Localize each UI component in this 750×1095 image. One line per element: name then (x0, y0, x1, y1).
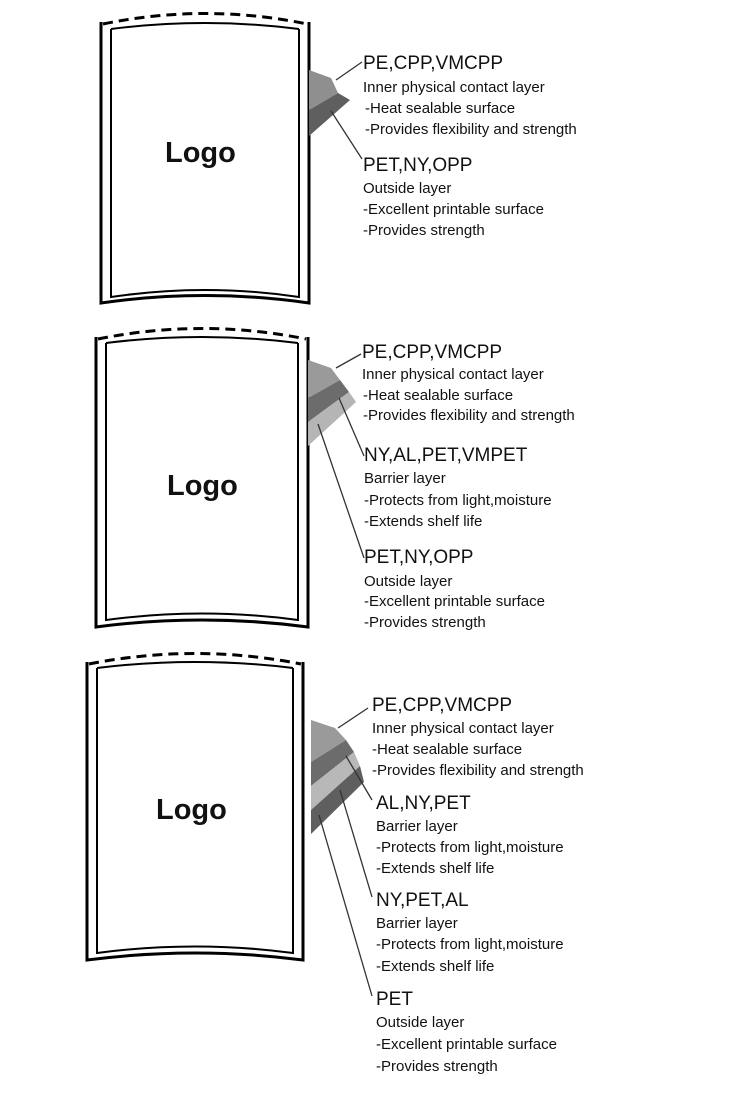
pouch-1-inner-outline (110, 29, 300, 299)
pouch-1-outer-outline (99, 22, 311, 305)
layer-2-2-sheet (308, 380, 349, 422)
leader-3-2 (345, 755, 373, 801)
pouch-3-inner-outline (96, 668, 294, 955)
pouch-2-inner-outline (105, 343, 299, 622)
layer-1-2-desc: Outside layer (363, 180, 452, 197)
pouch-2-outer-outline (94, 337, 310, 629)
layer-2-2-title: NY,AL,PET,VMPET (364, 445, 528, 466)
layer-3-4-title: PET (376, 989, 413, 1010)
layer-2-3-point-1: -Excellent printable surface (364, 593, 545, 610)
layer-3-1-sheet (311, 720, 346, 762)
layer-3-3-title: NY,PET,AL (376, 890, 469, 911)
layer-3-3-point-1: -Protects from light,moisture (376, 936, 564, 953)
logo-text-1: Logo (165, 137, 236, 169)
logo-text-3: Logo (156, 794, 227, 826)
layer-1-1-sheet (309, 70, 338, 110)
leader-1-2 (330, 110, 363, 160)
layer-3-1-point-2: -Provides flexibility and strength (372, 762, 584, 779)
leader-2-2 (338, 397, 365, 457)
layer-2-2-desc: Barrier layer (364, 470, 446, 487)
layer-2-2-point-1: -Protects from light,moisture (364, 492, 552, 509)
layer-1-1-point-2: -Provides flexibility and strength (365, 121, 577, 138)
layer-3-4-sheet (311, 766, 364, 834)
layer-1-1-desc: Inner physical contact layer (363, 79, 545, 96)
layer-3-1-desc: Inner physical contact layer (372, 720, 554, 737)
leader-2-3 (317, 423, 365, 559)
layer-3-2-desc: Barrier layer (376, 818, 458, 835)
layer-3-4-point-2: -Provides strength (376, 1058, 498, 1075)
pouch-3-opening-back (96, 661, 294, 669)
pouch-3 (85, 652, 373, 997)
layer-1-2-title: PET,NY,OPP (363, 155, 473, 176)
pouch-1-opening-dashed (102, 12, 308, 26)
pouch-2-opening-dashed (97, 327, 307, 341)
layer-1-2-sheet (309, 93, 350, 136)
layer-3-3-desc: Barrier layer (376, 915, 458, 932)
layer-2-2-point-2: -Extends shelf life (364, 513, 483, 530)
layer-2-1-sheet (308, 360, 340, 398)
layer-3-2-sheet (311, 740, 354, 786)
pouch-1 (99, 12, 363, 305)
pouch-2-opening-back (105, 336, 299, 344)
leader-3-4 (318, 814, 373, 997)
layer-2-3-point-2: -Provides strength (364, 614, 486, 631)
layer-3-3-sheet (311, 752, 360, 810)
layer-3-4-desc: Outside layer (376, 1014, 465, 1031)
layer-3-2-point-1: -Protects from light,moisture (376, 839, 564, 856)
leader-3-1 (337, 707, 369, 729)
layer-3-4-point-1: -Excellent printable surface (376, 1036, 557, 1053)
layer-2-1-point-2: -Provides flexibility and strength (363, 407, 575, 424)
layer-3-3-point-2: -Extends shelf life (376, 958, 495, 975)
leader-1-1 (335, 61, 363, 81)
layer-3-1-point-1: -Heat sealable surface (372, 741, 523, 758)
pouch-1-opening-back (110, 22, 300, 30)
layer-1-2-point-1: -Excellent printable surface (363, 201, 544, 218)
layer-1-1-point-1: -Heat sealable surface (365, 100, 516, 117)
layer-2-3-title: PET,NY,OPP (364, 547, 474, 568)
leader-2-1 (335, 353, 362, 369)
layer-3-1-title: PE,CPP,VMCPP (372, 695, 513, 716)
layer-3-2-title: AL,NY,PET (376, 793, 471, 814)
pouch-3-outer-outline (85, 662, 305, 962)
layer-2-1-desc: Inner physical contact layer (362, 366, 544, 383)
layer-2-3-sheet (308, 392, 356, 446)
leader-3-3 (339, 789, 373, 898)
pouch-2 (94, 327, 365, 629)
layer-3-2-point-2: -Extends shelf life (376, 860, 495, 877)
layer-2-3-desc: Outside layer (364, 573, 453, 590)
layer-2-1-point-1: -Heat sealable surface (363, 387, 514, 404)
layer-1-1-title: PE,CPP,VMCPP (363, 53, 504, 74)
logo-text-2: Logo (167, 470, 238, 502)
layer-2-1-title: PE,CPP,VMCPP (362, 342, 503, 363)
layer-1-2-point-2: -Provides strength (363, 222, 485, 239)
